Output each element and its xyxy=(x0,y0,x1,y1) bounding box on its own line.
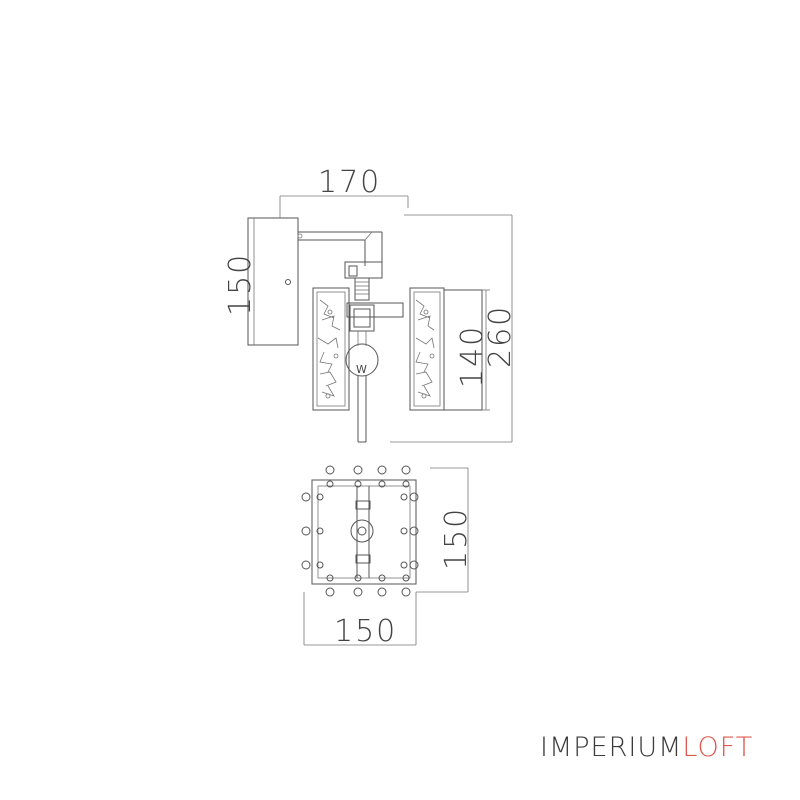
bottom-square-outer xyxy=(311,479,417,585)
dim-backplate-height: 150 xyxy=(223,253,258,316)
dim-bottom-width: 150 xyxy=(334,614,397,649)
crystal-clips xyxy=(301,465,419,597)
bulb-label: W xyxy=(356,363,367,376)
backplate-screw xyxy=(285,279,291,285)
wall-backplate xyxy=(247,217,299,346)
left-crystal-shade xyxy=(312,287,350,411)
crossbar xyxy=(346,302,404,318)
lamp-socket xyxy=(349,304,375,332)
brand-logo: IMPERIUMLOFT xyxy=(540,732,753,763)
bulb xyxy=(345,343,379,377)
dim-side-width: 170 xyxy=(318,165,381,200)
right-shade-frame xyxy=(443,289,483,411)
brand-logo-part1: IMPERIUM xyxy=(540,732,683,763)
brand-logo-part2: LOFT xyxy=(682,732,754,763)
bottom-dimensions: 150 150 xyxy=(303,467,474,649)
dim-bottom-depth: 150 xyxy=(439,507,474,570)
side-view: W xyxy=(247,217,483,443)
dim-side-height: 260 xyxy=(483,305,518,368)
center-boss xyxy=(350,519,374,543)
threaded-stem xyxy=(354,277,370,301)
side-dimensions: 170 150 260 140 xyxy=(223,165,518,443)
dim-shade-height: 140 xyxy=(455,325,490,388)
bottom-view xyxy=(301,465,419,597)
